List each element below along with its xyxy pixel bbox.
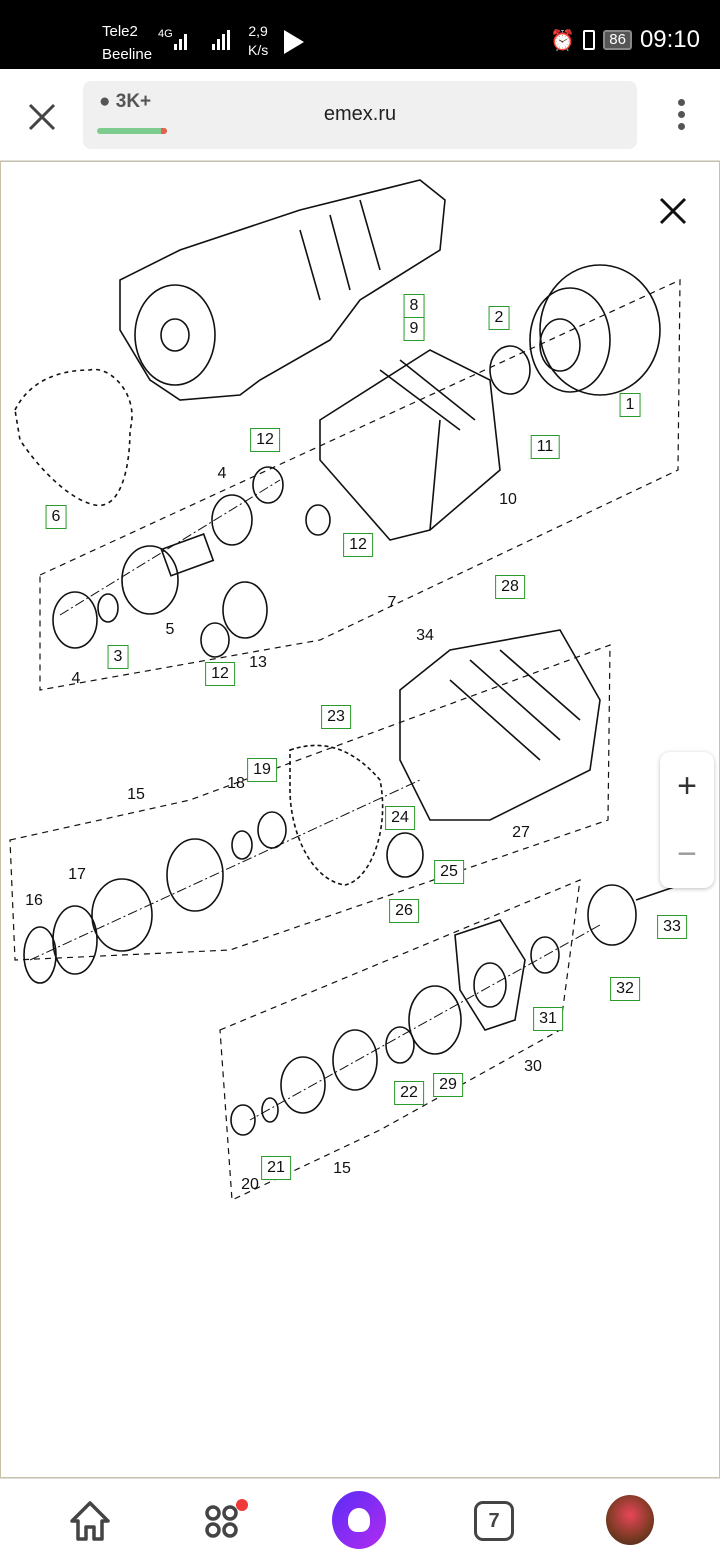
part-label-23: 23 [321, 705, 351, 729]
address-bar[interactable]: ● 3K+ emex.ru [83, 81, 637, 149]
part-label-32: 32 [610, 977, 640, 1001]
more-menu-icon[interactable] [678, 99, 686, 135]
zoom-out-button[interactable]: − [677, 834, 697, 873]
part-label-25: 25 [434, 860, 464, 884]
url-host: emex.ru [323, 103, 397, 125]
exploded-parts-diagram [9, 179, 681, 1201]
part-label-27: 27 [512, 824, 530, 841]
part-label-18: 18 [227, 775, 245, 792]
operator-2: Beeline [102, 46, 153, 63]
part-label-34: 34 [416, 627, 434, 644]
alice-icon [348, 1508, 370, 1532]
speed-unit: K/s [248, 42, 269, 58]
part-label-31: 31 [533, 1007, 563, 1031]
part-label-24: 24 [385, 806, 415, 830]
rating-bar [97, 128, 167, 134]
part-label-16: 16 [25, 892, 43, 909]
part-label-4: 4 [217, 465, 227, 482]
browser-toolbar: ● 3K+ emex.ru [0, 69, 720, 161]
status-right: ⏰ 86 09:10 [550, 26, 700, 54]
operator-1: Tele2 [102, 23, 138, 40]
signal-icon [174, 30, 230, 50]
alarm-icon: ⏰ [550, 29, 576, 52]
part-label-12: 12 [343, 533, 373, 557]
vibrate-icon [583, 30, 596, 50]
services-icon[interactable] [200, 1497, 248, 1545]
home-icon[interactable] [66, 1497, 114, 1545]
part-label-9: 9 [403, 317, 425, 341]
part-label-21: 21 [261, 1156, 291, 1180]
part-label-19: 19 [247, 758, 277, 782]
clock: 09:10 [639, 26, 700, 53]
comment-icon: ● [99, 91, 111, 112]
part-label-4: 4 [71, 670, 81, 687]
network-type: 4G [158, 28, 173, 40]
bottom-nav: 7 [0, 1478, 720, 1560]
battery-icon: 86 [603, 30, 632, 50]
speed-value: 2,9 [248, 23, 268, 39]
part-label-3: 3 [107, 645, 129, 669]
part-label-12: 12 [205, 662, 235, 686]
close-viewer-icon[interactable] [655, 193, 691, 229]
comments-count[interactable]: ● 3K+ [99, 91, 151, 113]
part-label-17: 17 [68, 866, 86, 883]
close-tab-icon[interactable] [24, 99, 60, 135]
part-label-1: 1 [619, 393, 641, 417]
zoom-controls: + − [660, 752, 714, 888]
alice-assistant-button[interactable] [332, 1491, 386, 1549]
part-label-7: 7 [387, 594, 397, 611]
profile-avatar[interactable] [606, 1495, 654, 1545]
image-viewer [0, 161, 720, 1478]
comments-count-label: 3K+ [115, 91, 152, 112]
part-label-15: 15 [333, 1160, 351, 1177]
part-label-10: 10 [499, 491, 517, 508]
play-icon [284, 30, 304, 54]
part-label-28: 28 [495, 575, 525, 599]
tabs-button[interactable]: 7 [474, 1501, 514, 1541]
part-label-20: 20 [241, 1176, 259, 1193]
part-label-33: 33 [657, 915, 687, 939]
part-label-22: 22 [394, 1081, 424, 1105]
part-label-5: 5 [165, 621, 175, 638]
part-label-15: 15 [127, 786, 145, 803]
part-label-30: 30 [524, 1058, 542, 1075]
part-label-8: 8 [403, 294, 425, 318]
part-label-6: 6 [45, 505, 67, 529]
part-label-29: 29 [433, 1073, 463, 1097]
part-label-11: 11 [530, 435, 560, 459]
part-label-26: 26 [389, 899, 419, 923]
part-label-2: 2 [488, 306, 510, 330]
part-label-13: 13 [249, 654, 267, 671]
part-label-12: 12 [250, 428, 280, 452]
zoom-in-button[interactable]: + [677, 766, 697, 805]
